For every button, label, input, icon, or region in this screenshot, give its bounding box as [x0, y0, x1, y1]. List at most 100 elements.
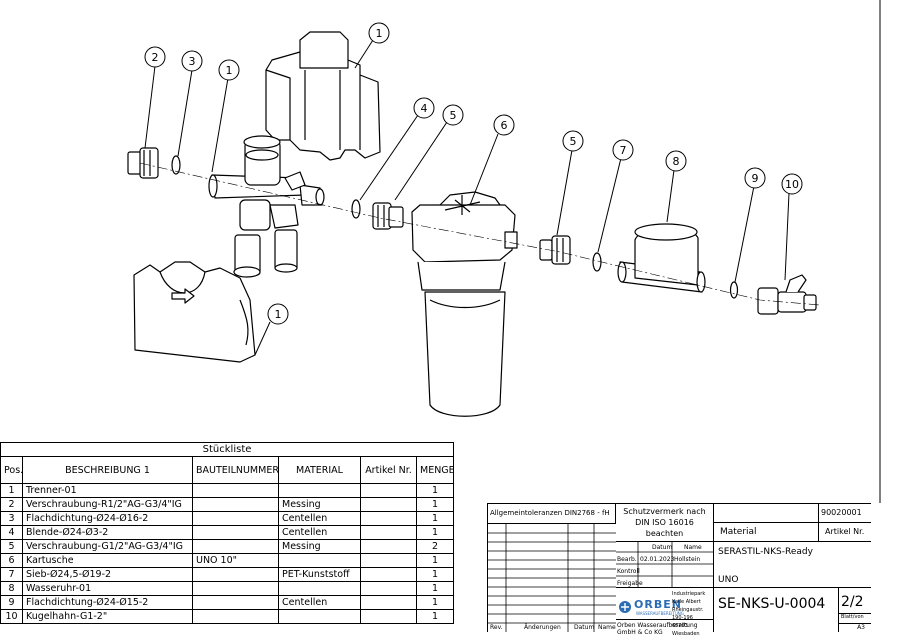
logo-text: ORBEN [634, 598, 682, 611]
bom-part-number: UNO 10" [192, 553, 279, 568]
company-name: Orben Wasseraufbereitung GmbH & Co KG [616, 620, 714, 636]
bom-part-number [192, 497, 279, 512]
svg-text:8: 8 [673, 155, 680, 168]
rev-label: Rev. [490, 624, 503, 631]
svg-text:3: 3 [189, 55, 196, 68]
filter-housing-pos6 [411, 191, 518, 417]
bom-description: Verschraubung-R1/2"AG-G3/4"IG [22, 497, 193, 512]
bom-quantity: 2 [415, 539, 455, 554]
callout-5-left: 5 [442, 104, 464, 126]
callout-1-top: 1 [368, 22, 390, 44]
bom-quantity: 1 [415, 511, 455, 526]
bom-material: Centellen [278, 511, 361, 526]
material-label: Material [714, 523, 819, 542]
bearb-name: Hollstein [674, 556, 701, 563]
bom-article-number [360, 497, 417, 512]
bom-part-number [192, 595, 279, 610]
bom-header-part-number: BAUTEILNUMMER [192, 456, 279, 484]
ball-valve-pos10 [757, 274, 817, 315]
bom-pos: 9 [0, 595, 23, 610]
bom-material [278, 581, 361, 596]
bom-material: Messing [278, 497, 361, 512]
bom-description: Sieb-Ø24,5-Ø19-2 [22, 567, 193, 582]
svg-text:1: 1 [226, 64, 233, 77]
callout-5-right: 5 [562, 130, 584, 152]
svg-text:6: 6 [501, 119, 508, 132]
date-header: Datum [652, 544, 673, 551]
bom-quantity: 1 [415, 497, 455, 512]
gasket-pos9 [729, 281, 739, 299]
bom-pos: 8 [0, 581, 23, 596]
address-line-2: Rheingaustr. 190-196 [672, 607, 704, 621]
bom-description: Flachdichtung-Ø24-Ø15-2 [22, 595, 193, 610]
bom-quantity: 1 [415, 553, 455, 568]
separator-cover-bottom [133, 261, 256, 363]
sheet-number: 2/2 [839, 588, 871, 614]
drawing-title: SERASTIL-NKS-Ready [718, 547, 813, 557]
bill-of-materials: Stückliste Pos. BESCHREIBUNG 1 BAUTEILNU… [0, 442, 455, 624]
bom-pos: 1 [0, 483, 23, 498]
bom-part-number [192, 525, 279, 540]
bom-part-number [192, 567, 279, 582]
bom-material: Centellen [278, 595, 361, 610]
bom-article-number [360, 581, 417, 596]
svg-text:7: 7 [620, 144, 627, 157]
svg-text:5: 5 [450, 109, 457, 122]
tolerances-note: Allgemeintoleranzen DIN2768 - fH [488, 504, 616, 524]
callout-3: 3 [181, 50, 203, 72]
callout-9: 9 [744, 167, 766, 189]
bom-description: Trenner-01 [22, 483, 193, 498]
bom-article-number [360, 567, 417, 582]
callout-7: 7 [612, 139, 634, 161]
callout-2: 2 [144, 46, 166, 68]
svg-text:10: 10 [785, 178, 799, 191]
bom-material [278, 609, 361, 624]
bom-part-number [192, 483, 279, 498]
svg-text:9: 9 [752, 172, 759, 185]
bearb-date: 02.01.2023 [640, 556, 675, 563]
bom-description: Blende-Ø24-Ø3-2 [22, 525, 193, 540]
rev-date-label: Datum [574, 624, 595, 631]
orifice-pos4 [351, 199, 361, 219]
bom-article-number [360, 511, 417, 526]
bom-caption: Stückliste [0, 442, 455, 457]
drawing-number: SE-NKS-U-0004 [714, 588, 839, 632]
svg-text:1: 1 [275, 308, 282, 321]
article-label: Artikel Nr. [819, 523, 871, 542]
company-logo-area: ORBEN WASSERAUFBEREITUNG Industriepark K… [616, 588, 714, 637]
separator-valve-body [208, 135, 325, 278]
bom-description: Verschraubung-G1/2"AG-G3/4"IG [22, 539, 193, 554]
separator-cover-top [265, 31, 381, 161]
callout-4: 4 [413, 97, 435, 119]
bom-quantity: 1 [415, 595, 455, 610]
row-label-kontroll: Kontroll [617, 568, 640, 575]
bom-article-number [360, 595, 417, 610]
bom-description: Wasseruhr-01 [22, 581, 193, 596]
bom-header-description: BESCHREIBUNG 1 [22, 456, 193, 484]
row-label-bearb: Bearb. [617, 556, 637, 563]
callout-8: 8 [665, 150, 687, 172]
callout-1-valve: 1 [218, 59, 240, 81]
bom-pos: 6 [0, 553, 23, 568]
logo-subtext: WASSERAUFBEREITUNG [636, 611, 684, 616]
name-header: Name [684, 544, 702, 551]
bom-pos: 2 [0, 497, 23, 512]
bom-material: Messing [278, 539, 361, 554]
bom-description: Flachdichtung-Ø24-Ø16-2 [22, 511, 193, 526]
sheet-label: Blatt/von [841, 614, 864, 620]
bom-header-pos: Pos. [0, 456, 23, 484]
bom-quantity: 1 [415, 609, 455, 624]
gasket-pos3 [171, 155, 181, 175]
bom-article-number [360, 609, 417, 624]
bom-article-number [360, 553, 417, 568]
bom-quantity: 1 [415, 483, 455, 498]
bom-header-quantity: MENGE [415, 456, 455, 484]
